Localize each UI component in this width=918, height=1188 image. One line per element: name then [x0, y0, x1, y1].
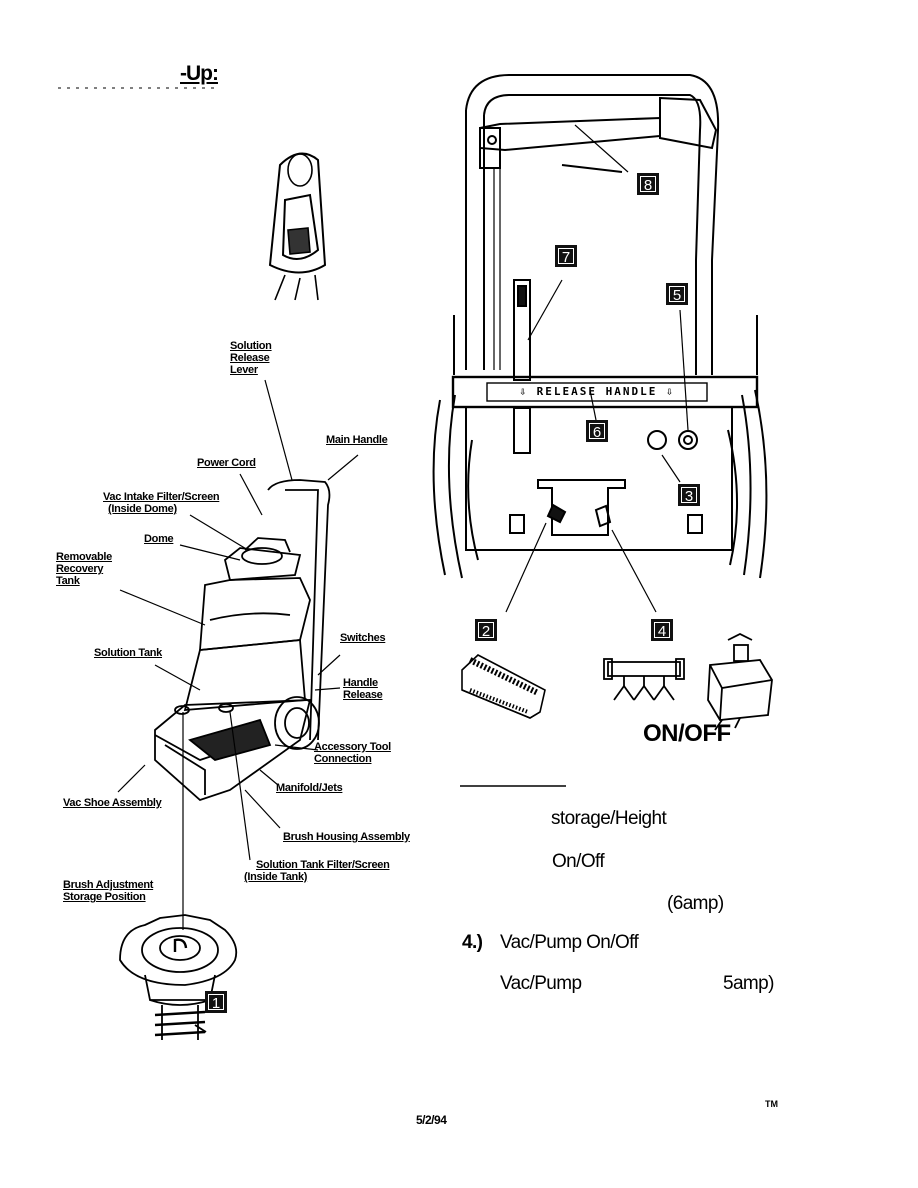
label-brush-housing: Brush Housing Assembly [283, 831, 410, 843]
arrow-down-icon: ⇩ [665, 385, 675, 398]
release-handle-label: ⇩ RELEASE HANDLE ⇩ [519, 385, 675, 398]
label-handle-release: Handle Release [343, 677, 383, 701]
manifold-drawing [603, 658, 685, 701]
label-vac-intake: Vac Intake Filter/Screen (Inside Dome) [103, 491, 220, 515]
on-off-label: ON/OFF [643, 720, 731, 747]
label-switches: Switches [340, 632, 386, 644]
rear-panel-drawing [432, 74, 768, 613]
callout-3: 3 [678, 484, 700, 506]
label-dome: Dome [144, 533, 174, 545]
label-solution-tank: Solution Tank [94, 647, 163, 659]
callout-1: 1 [205, 991, 227, 1013]
legend-on-off: On/Off [552, 851, 605, 872]
callout-7: 7 [555, 245, 577, 267]
label-power-cord: Power Cord [197, 457, 256, 469]
pump-drawing [707, 632, 773, 731]
callout-4: 4 [651, 619, 673, 641]
label-solution-filter: Solution Tank Filter/Screen (Inside Tank… [244, 859, 390, 883]
footer-trademark: TM [765, 1099, 778, 1109]
callout-8: 8 [637, 173, 659, 195]
callout-2: 2 [475, 619, 497, 641]
brush-icon-drawing [461, 654, 546, 719]
label-removable-recovery-tank: Removable Recovery Tank [56, 551, 112, 587]
arrow-down-icon: ⇩ [519, 385, 529, 398]
label-brush-adjustment: Brush Adjustment Storage Position [63, 879, 154, 903]
brush-knob-drawing [119, 914, 238, 1040]
label-vac-shoe: Vac Shoe Assembly [63, 797, 162, 809]
legend-item4-number: 4.) [462, 932, 483, 953]
footer-date: 5/2/94 [416, 1113, 447, 1127]
label-main-handle: Main Handle [326, 434, 388, 446]
legend-storage-height: storage/Height [551, 808, 667, 829]
label-vac-intake-sub: (Inside Dome) [108, 503, 177, 515]
label-manifold-jets: Manifold/Jets [276, 782, 343, 794]
legend-six-amp: (6amp) [667, 893, 724, 914]
leader-lines [117, 379, 359, 930]
legend-five-amp: 5amp) [723, 973, 774, 994]
label-solution-release-lever: Solution Release Lever [230, 340, 272, 376]
page-title: -Up: [180, 62, 219, 85]
legend-item4-text: Vac/Pump On/Off [500, 932, 639, 953]
legend-vac-pump: Vac/Pump [500, 973, 582, 994]
callout-6: 6 [586, 420, 608, 442]
label-accessory-tool: Accessory Tool Connection [314, 741, 391, 765]
label-solution-filter-sub: (Inside Tank) [244, 871, 308, 883]
handle-closeup-drawing [268, 152, 327, 301]
extractor-machine-drawing [154, 479, 331, 802]
callout-5: 5 [666, 283, 688, 305]
